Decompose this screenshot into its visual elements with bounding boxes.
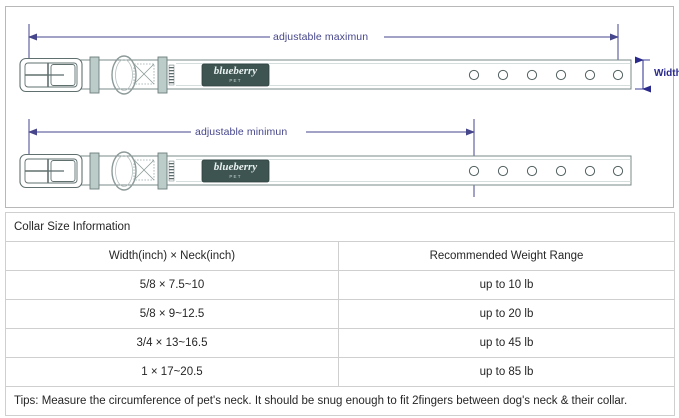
table-tips-row: Tips: Measure the circumference of pet's… [4, 386, 676, 416]
cell-size: 3/4 × 13~16.5 [5, 328, 339, 358]
diagram-panel: adjustable maximun adjustable minimun Wi… [5, 6, 679, 208]
cell-weight: up to 85 lb [337, 357, 676, 387]
collar-min-group [19, 119, 632, 197]
column-header-weight: Recommended Weight Range [337, 241, 676, 271]
cell-size: 5/8 × 9~12.5 [5, 299, 339, 329]
table-row: 1 × 17~20.5 up to 85 lb [5, 357, 676, 387]
cell-weight: up to 20 lb [337, 299, 676, 329]
dimension-label-adjustable-minimum: adjustable minimun [195, 126, 288, 138]
table-row: 3/4 × 13~16.5 up to 45 lb [5, 328, 676, 358]
collar-diagram-svg [19, 24, 651, 197]
column-header-size: Width(inch) × Neck(inch) [5, 241, 339, 271]
table-row: 5/8 × 7.5~10 up to 10 lb [5, 270, 676, 300]
collar-size-table: Collar Size Information Width(inch) × Ne… [4, 212, 676, 416]
brand-patch-max [201, 63, 270, 87]
tips-text: Tips: Measure the circumference of pet's… [4, 386, 676, 416]
table-title: Collar Size Information [4, 212, 676, 242]
cell-size: 5/8 × 7.5~10 [5, 270, 339, 300]
table-title-row: Collar Size Information [4, 212, 676, 242]
brand-patch-min [201, 159, 270, 183]
table-header-row: Width(inch) × Neck(inch) Recommended Wei… [5, 241, 676, 271]
cell-weight: up to 10 lb [337, 270, 676, 300]
table-row: 5/8 × 9~12.5 up to 20 lb [5, 299, 676, 329]
collar-max-group [19, 24, 651, 95]
dimension-label-adjustable-maximum: adjustable maximun [273, 31, 369, 43]
cell-weight: up to 45 lb [337, 328, 676, 358]
cell-size: 1 × 17~20.5 [5, 357, 339, 387]
dimension-label-width: Width [654, 68, 679, 79]
